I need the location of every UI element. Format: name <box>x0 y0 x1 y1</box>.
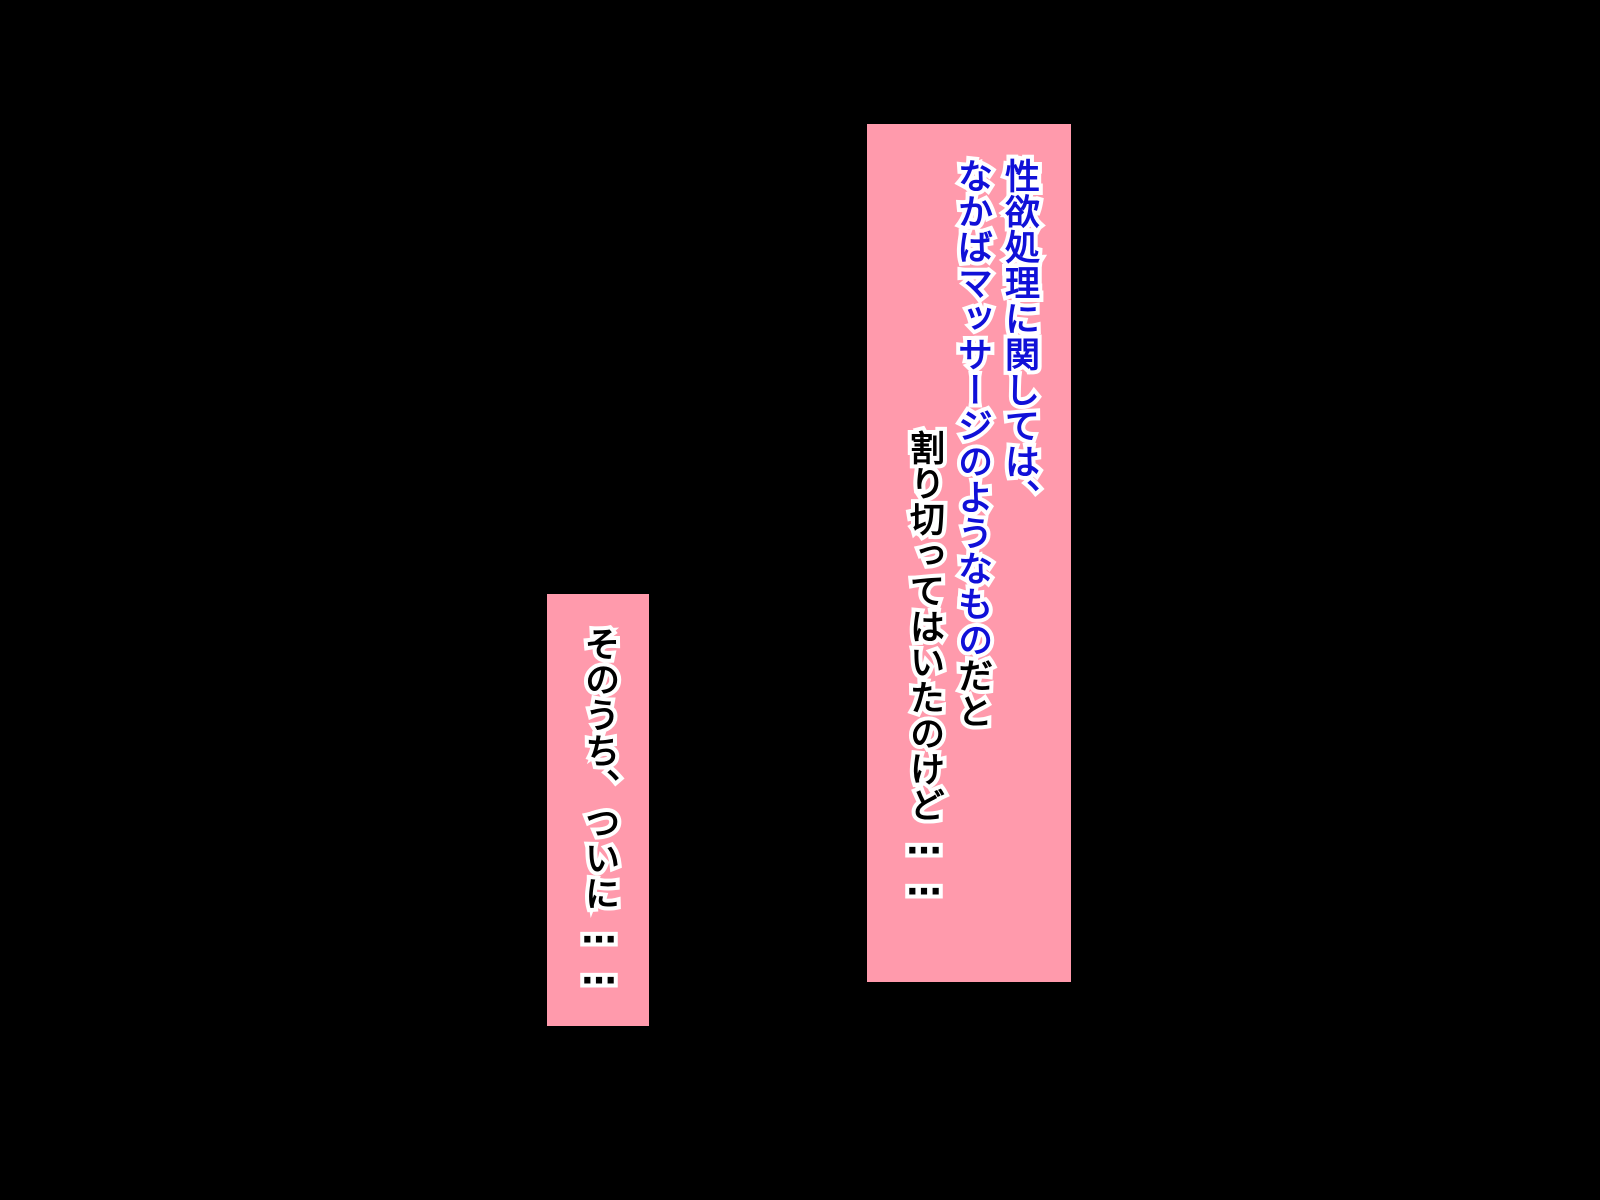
caption-line-3: 割り切ってはいたのけど…… <box>900 426 948 908</box>
caption-line-2-blue: なかばマッサージのようなもの <box>948 154 996 662</box>
caption-panel-main <box>867 124 1071 982</box>
caption-small-line: そのうち、ついに…… <box>575 622 623 997</box>
caption-line-2: なかばマッサージのようなものだと <box>948 154 996 733</box>
caption-line-2-black: だと <box>948 654 996 733</box>
caption-panel-small <box>547 594 649 1026</box>
caption-line-1: 性欲処理に関しては、 <box>995 154 1043 519</box>
